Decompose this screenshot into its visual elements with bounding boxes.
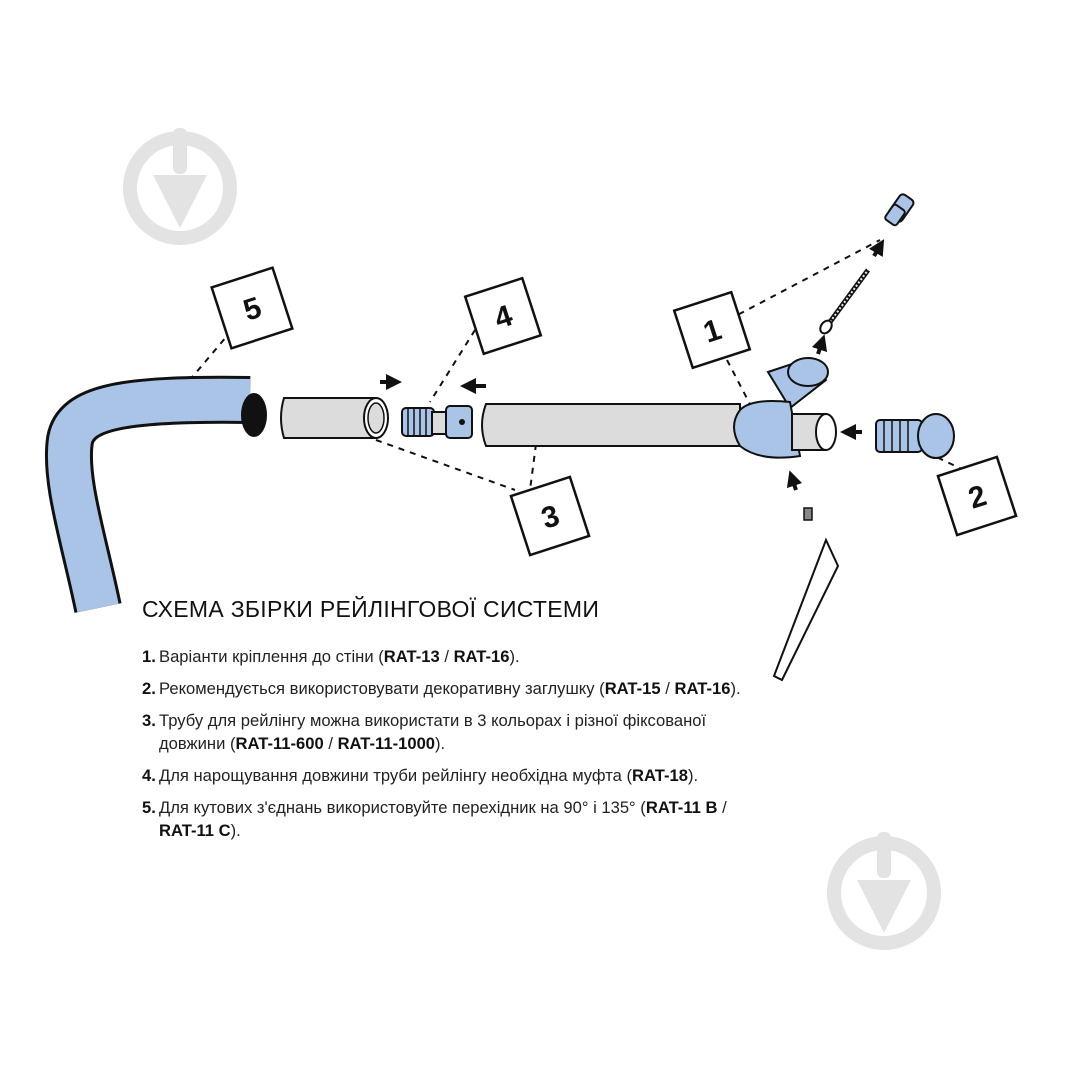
note-text-end: ). xyxy=(509,647,520,666)
code-separator: / xyxy=(323,734,338,753)
note-number: 5. xyxy=(142,798,156,817)
note-text-end: ). xyxy=(230,821,241,840)
end-cap xyxy=(875,413,955,459)
note-number: 3. xyxy=(142,711,156,730)
product-code: RAT-11 B xyxy=(645,798,718,817)
callout-box-1: 1 xyxy=(672,290,752,370)
dowel xyxy=(884,193,915,227)
long-pipe xyxy=(481,403,741,447)
coupling xyxy=(401,405,473,439)
leader-lines xyxy=(177,239,969,491)
bent-pipe xyxy=(44,375,267,613)
note-2: 2. Рекомендується використовувати декора… xyxy=(142,677,762,700)
product-code: RAT-15 xyxy=(604,679,661,698)
note-number: 1. xyxy=(142,647,156,666)
code-separator: / xyxy=(660,679,675,698)
callout-box-3: 3 xyxy=(509,475,591,557)
note-text-end: ). xyxy=(687,766,699,785)
product-code: RAT-13 xyxy=(383,647,440,666)
product-code: RAT-11 C xyxy=(159,821,231,840)
note-5: 5. Для кутових з'єднань використовуйте п… xyxy=(142,796,762,842)
callout-box-5: 5 xyxy=(210,266,294,350)
product-code: RAT-11-600 xyxy=(235,734,324,753)
note-text: Варіанти кріплення до стіни ( xyxy=(159,647,384,666)
short-pipe xyxy=(280,397,389,439)
note-text-end: ). xyxy=(730,679,741,698)
watermark-logo-icon xyxy=(827,832,941,950)
note-number: 4. xyxy=(142,766,156,785)
callout-box-2: 2 xyxy=(936,455,1018,537)
note-4: 4. Для нарощування довжини труби рейлінг… xyxy=(142,764,762,787)
note-1: 1. Варіанти кріплення до стіни (RAT-13 /… xyxy=(142,645,762,668)
product-code: RAT-11-1000 xyxy=(337,734,436,753)
hex-key xyxy=(772,507,840,682)
code-separator: / xyxy=(717,798,727,817)
note-text: Рекомендується використовувати декоратив… xyxy=(159,679,605,698)
instructions-block: СХЕМА ЗБІРКИ РЕЙЛІНГОВОЇ СИСТЕМИ 1. Варі… xyxy=(142,596,762,851)
note-text: Для кутових з'єднань використовуйте пере… xyxy=(159,798,646,817)
product-code: RAT-16 xyxy=(674,679,731,698)
product-code: RAT-18 xyxy=(631,766,688,785)
page-title: СХЕМА ЗБІРКИ РЕЙЛІНГОВОЇ СИСТЕМИ xyxy=(142,596,600,622)
note-text: Для нарощування довжини труби рейлінгу н… xyxy=(159,766,632,785)
callout-box-4: 4 xyxy=(463,276,543,356)
wall-bracket xyxy=(733,356,837,459)
code-separator: / xyxy=(439,647,454,666)
note-number: 2. xyxy=(142,679,156,698)
note-text-end: ). xyxy=(435,734,446,753)
arrow-icon xyxy=(380,239,885,491)
note-3: 3. Трубу для рейлінгу можна використати … xyxy=(142,709,762,755)
product-code: RAT-16 xyxy=(453,647,510,666)
watermark-logo-icon xyxy=(123,128,237,245)
note-text: Трубу для рейлінгу можна використати в 3… xyxy=(159,711,707,753)
screw xyxy=(819,268,871,335)
